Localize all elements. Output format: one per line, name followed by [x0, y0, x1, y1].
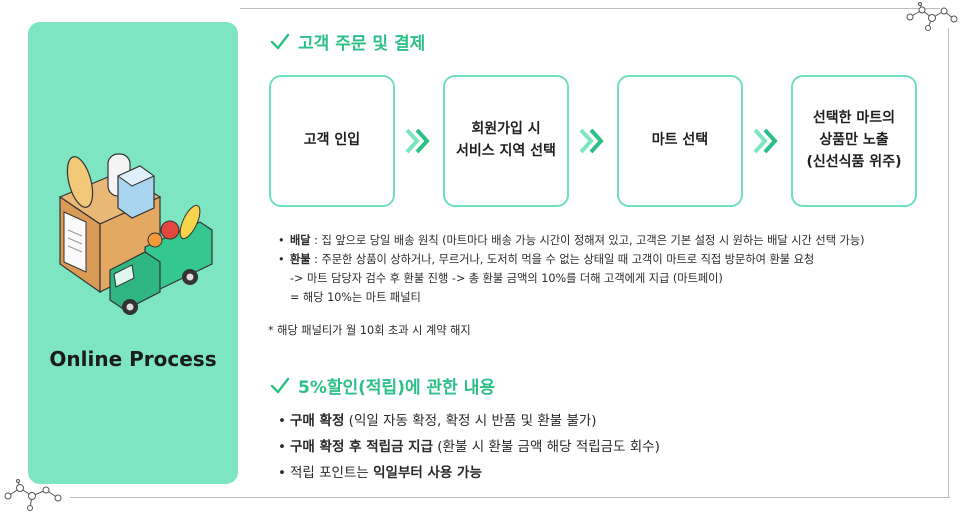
- refund-text: : 주문한 상품이 상하거나, 무르거나, 도저히 먹을 수 없는 상태일 때 …: [310, 253, 815, 266]
- item-text: 적립 포인트는: [290, 465, 374, 481]
- molecule-deco-icon: [4, 479, 62, 511]
- step-customer-entry: 고객 인입: [269, 75, 395, 207]
- list-item: •구매 확정 (익일 자동 확정, 확정 시 반품 및 환불 불가): [278, 413, 597, 429]
- penalty-footnote: * 해당 패널티가 월 10회 초과 시 계약 해지: [268, 324, 471, 337]
- section-heading-text: 고객 주문 및 결제: [298, 34, 426, 54]
- step-select-mart: 마트 선택: [617, 75, 743, 207]
- frame-line-bottom: [70, 497, 950, 498]
- double-chevron-right-icon: [405, 128, 430, 154]
- frame-line-right: [948, 28, 949, 498]
- check-icon: [270, 377, 290, 393]
- section-heading-discount: 5%할인(적립)에 관한 내용: [270, 373, 495, 398]
- item-text: (환불 시 환불 금액 해당 적립금도 회수): [433, 439, 660, 455]
- refund-process-line: -> 마트 담당자 검수 후 환불 진행 -> 총 환불 금액의 10%를 더해…: [290, 272, 723, 285]
- check-icon: [270, 33, 290, 49]
- delivery-note: •배달 : 집 앞으로 당일 배송 원칙 (마트마다 배송 가능 시간이 정해져…: [278, 234, 865, 247]
- discount-list: •구매 확정 (익일 자동 확정, 확정 시 반품 및 환불 불가) •구매 확…: [278, 408, 660, 486]
- double-chevron-right-icon: [753, 128, 778, 154]
- item-bold: 익일부터 사용 가능: [373, 465, 482, 481]
- list-item: •적립 포인트는 익일부터 사용 가능: [278, 465, 482, 481]
- molecule-deco-icon: [906, 2, 958, 31]
- step-signup-region: 회원가입 시 서비스 지역 선택: [443, 75, 569, 207]
- section-heading-order: 고객 주문 및 결제: [270, 29, 425, 54]
- double-chevron-right-icon: [579, 128, 604, 154]
- refund-note: •환불 : 주문한 상품이 상하거나, 무르거나, 도저히 먹을 수 없는 상태…: [278, 253, 815, 266]
- refund-penalty-line: = 해당 10%는 마트 패널티: [290, 291, 421, 304]
- delivery-label: 배달: [290, 234, 311, 247]
- item-bold: 구매 확정 후 적립금 지급: [290, 439, 433, 455]
- list-item: •구매 확정 후 적립금 지급 (환불 시 환불 금액 해당 적립금도 회수): [278, 439, 660, 455]
- left-panel: Online Process: [28, 22, 238, 484]
- grocery-truck-illustration: [58, 153, 213, 315]
- section-heading-text: 5%할인(적립)에 관한 내용: [298, 378, 495, 398]
- item-text: (익일 자동 확정, 확정 시 반품 및 환불 불가): [344, 413, 597, 429]
- step-show-products: 선택한 마트의 상품만 노출 (신선식품 위주): [791, 75, 917, 207]
- panel-title: Online Process: [49, 347, 217, 371]
- item-bold: 구매 확정: [290, 413, 345, 429]
- refund-label: 환불: [290, 253, 311, 266]
- frame-line-top: [240, 8, 940, 9]
- delivery-text: : 집 앞으로 당일 배송 원칙 (마트마다 배송 가능 시간이 정해져 있고,…: [310, 234, 865, 247]
- policy-notes: •배달 : 집 앞으로 당일 배송 원칙 (마트마다 배송 가능 시간이 정해져…: [278, 231, 865, 307]
